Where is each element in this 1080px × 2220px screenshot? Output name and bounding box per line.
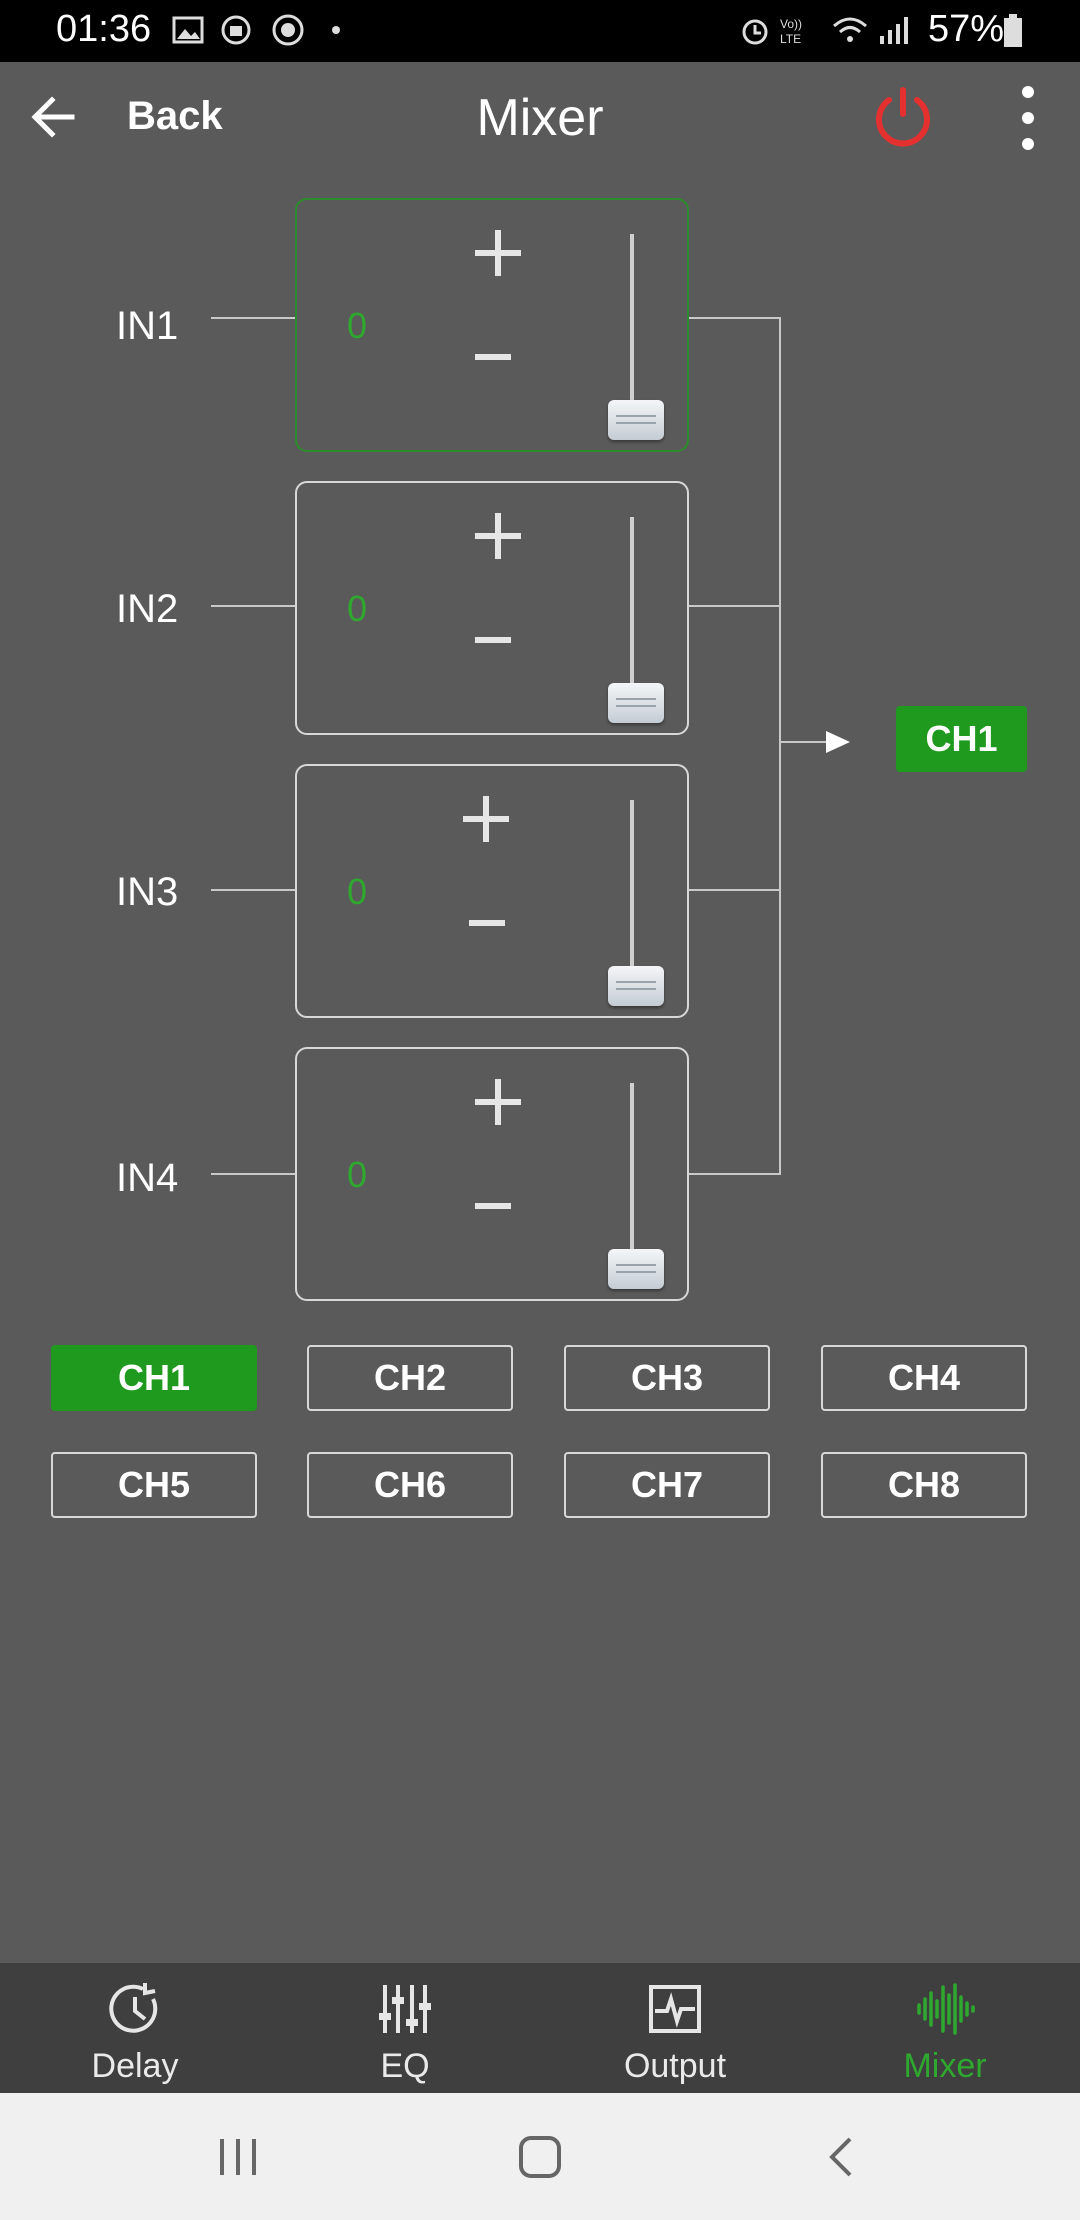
gain-value: 0 (347, 305, 368, 346)
channel-button-ch5[interactable]: CH5 (51, 1452, 257, 1518)
recent-apps-icon[interactable] (216, 2137, 260, 2177)
fader-track (630, 1083, 634, 1255)
status-bar: 01:36 Vo))LTE 57% (0, 0, 1080, 62)
nav-label: Delay (91, 2047, 179, 2085)
minus-icon[interactable] (475, 637, 511, 643)
nav-label: EQ (380, 2047, 430, 2085)
back-button[interactable]: Back (127, 94, 223, 138)
fader-knob[interactable] (608, 1249, 664, 1289)
input-label: IN4 (116, 1156, 179, 1200)
connector-line (211, 1173, 295, 1175)
fader-track (630, 234, 634, 406)
gain-value: 0 (347, 1154, 368, 1195)
input-label: IN2 (116, 587, 179, 631)
channel-button-ch3[interactable]: CH3 (564, 1345, 770, 1411)
connector-line (211, 317, 295, 319)
channel-button-ch4[interactable]: CH4 (821, 1345, 1027, 1411)
nav-label: Output (623, 2047, 727, 2085)
output-channel-badge[interactable]: CH1 (896, 706, 1027, 772)
gain-value: 0 (347, 871, 368, 912)
fader-track (630, 517, 634, 689)
output-connector (779, 741, 829, 743)
volte-icon: Vo))LTE (780, 17, 802, 46)
gain-control-in2: 0 (295, 481, 689, 735)
svg-text:LTE: LTE (780, 32, 801, 46)
gallery-icon (172, 16, 204, 44)
club-badge-icon (272, 14, 304, 46)
input-label: IN1 (116, 304, 179, 348)
back-arrow-icon[interactable] (28, 92, 78, 142)
plus-icon[interactable] (475, 230, 521, 276)
status-time: 01:36 (56, 8, 152, 50)
plus-icon[interactable] (475, 1079, 521, 1125)
channel-button-ch7[interactable]: CH7 (564, 1452, 770, 1518)
sliders-icon (379, 1985, 431, 2033)
signal-icon (880, 17, 908, 44)
home-icon[interactable] (518, 2135, 562, 2179)
channel-button-ch2[interactable]: CH2 (307, 1345, 513, 1411)
channel-button-ch8[interactable]: CH8 (821, 1452, 1027, 1518)
connector-line (689, 605, 781, 607)
nav-eq[interactable]: EQ (270, 1963, 540, 2093)
svg-text:Vo)): Vo)) (780, 17, 802, 31)
nav-label: Mixer (903, 2047, 987, 2085)
notification-dot-icon (332, 26, 340, 34)
fader-knob[interactable] (608, 400, 664, 440)
gain-control-in1: 0 (295, 198, 689, 452)
connector-line (689, 317, 781, 319)
battery-icon (1004, 14, 1022, 47)
system-nav-bar (0, 2093, 1080, 2220)
soundwave-icon (917, 1983, 975, 2035)
app-bar: Back Mixer (0, 62, 1080, 172)
battery-percent: 57% (927, 8, 1004, 50)
nav-mixer[interactable]: Mixer (810, 1963, 1080, 2093)
waveform-box-icon (649, 1985, 701, 2033)
nav-delay[interactable]: Delay (0, 1963, 270, 2093)
plus-icon[interactable] (463, 796, 509, 842)
plus-icon[interactable] (475, 513, 521, 559)
gain-value: 0 (347, 588, 368, 629)
system-back-icon[interactable] (826, 2135, 856, 2179)
fader-knob[interactable] (608, 683, 664, 723)
input-label: IN3 (116, 870, 179, 914)
connector-line (211, 889, 295, 891)
page-title: Mixer (476, 89, 604, 147)
wifi-icon (833, 17, 867, 42)
fader-track (630, 800, 634, 972)
minus-icon[interactable] (475, 1203, 511, 1209)
minus-icon[interactable] (475, 354, 511, 360)
connector-line (689, 1173, 781, 1175)
channel-button-ch1[interactable]: CH1 (51, 1345, 257, 1411)
clock-icon (109, 1983, 158, 2033)
alarm-icon (742, 19, 768, 45)
output-arrow-icon (826, 731, 850, 753)
gain-control-in3: 0 (295, 764, 689, 1018)
power-icon[interactable] (870, 84, 936, 150)
nav-output[interactable]: Output (540, 1963, 810, 2093)
connector-line (211, 605, 295, 607)
connector-line (689, 889, 781, 891)
gain-control-in4: 0 (295, 1047, 689, 1301)
bottom-nav: Delay EQ Output Mixer (0, 1963, 1080, 2093)
fader-knob[interactable] (608, 966, 664, 1006)
more-options-icon[interactable] (1010, 82, 1046, 154)
minus-icon[interactable] (469, 920, 505, 926)
mix-bus-line (779, 317, 781, 1175)
app-badge-icon (221, 15, 251, 45)
channel-button-ch6[interactable]: CH6 (307, 1452, 513, 1518)
